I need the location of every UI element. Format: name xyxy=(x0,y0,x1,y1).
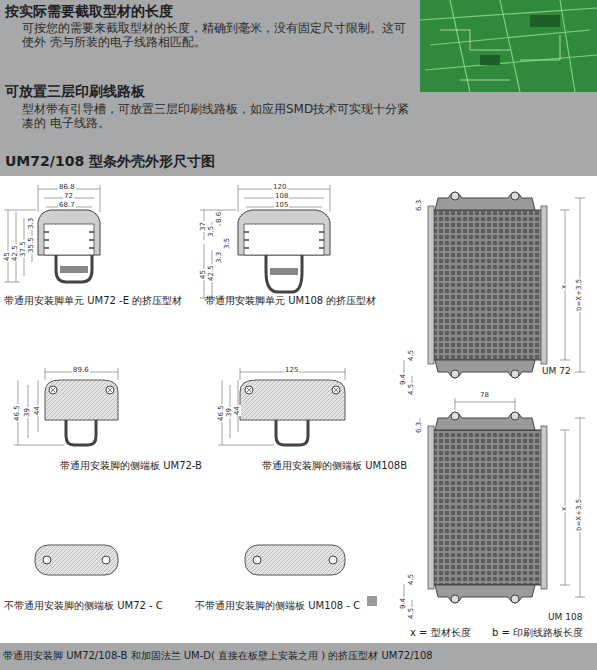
dimension-label: 9.4 xyxy=(400,373,407,386)
dimension-label: 105 xyxy=(274,202,289,209)
pcb-photo xyxy=(420,0,597,92)
diagram-title: UM72/108 型条外壳外形尺寸图 xyxy=(5,153,215,169)
dimension-label: 4.5 xyxy=(408,383,415,396)
bottom-caption: 带通用安装脚 UM72/108-B 和加固法兰 UM-D( 直接在板壁上安装之用… xyxy=(3,650,433,662)
dimension-label: b=X+3.5 xyxy=(576,498,583,532)
dimension-label: b=X+3.5 xyxy=(576,278,583,312)
part-caption: 带通用安装脚单元 UM72 -E 的挤压型材 xyxy=(4,295,182,307)
body-text: 可按您的需要来截取型材的长度，精确到毫米，没有固定尺寸限制。这可使外 壳与所装的… xyxy=(22,22,417,50)
dimension-label: 3.5 xyxy=(224,237,231,250)
dimension-label: 46.5 xyxy=(218,404,225,422)
dimension-label: 3.3 xyxy=(28,217,35,230)
drawing-panel xyxy=(0,176,597,643)
part-caption: 带通用安装脚单元 UM108 的挤压型材 xyxy=(205,295,376,307)
side-plate-c xyxy=(35,545,345,575)
dimension-lines xyxy=(4,185,585,612)
dimension-label: x xyxy=(561,506,568,512)
dimension-label: 125 xyxy=(284,367,299,374)
dimension-label: 6.3 xyxy=(416,199,423,212)
dimension-label: 37.5 xyxy=(20,240,27,258)
dimension-label: 68.7 xyxy=(58,202,76,209)
part-caption: 不带通用安装脚的侧端板 UM72 - C xyxy=(4,600,163,612)
part-caption: UM 72 xyxy=(542,366,571,376)
part-caption: 不带通用安装脚的侧端板 UM108 - C xyxy=(195,600,360,612)
dimension-label: 45 xyxy=(200,269,207,280)
dimension-label: 45 xyxy=(4,251,11,262)
dimension-label: 3.3 xyxy=(216,251,223,264)
dimension-label: 72 xyxy=(63,193,74,200)
dimension-label: 4.5 xyxy=(408,607,415,620)
extrusion-profile-um108 xyxy=(238,210,330,292)
dimension-label: 46.5 xyxy=(14,404,21,422)
dimension-label: 120 xyxy=(272,184,287,191)
dimension-label: 4.5 xyxy=(408,349,415,362)
dimension-label: 39 xyxy=(24,407,31,418)
dimension-label: 39 xyxy=(226,407,233,418)
part-caption: b = 印刷线路板长度 xyxy=(492,627,583,639)
dimension-label: 4.5 xyxy=(408,573,415,586)
side-plate-um108-b xyxy=(240,380,345,445)
dimension-label: 78 xyxy=(479,392,490,399)
top-view-um72 xyxy=(428,192,547,378)
section-heading: 可放置三层印刷线路板 xyxy=(5,83,145,99)
dimension-label: 3.5 xyxy=(208,225,215,238)
part-caption: 带通用安装脚的侧端板 UM72-B xyxy=(60,460,202,472)
part-caption: UM 108 xyxy=(548,612,582,622)
part-caption: x = 型材长度 xyxy=(410,627,471,639)
top-view-um108 xyxy=(428,412,547,603)
dimension-label: 42.5 xyxy=(208,264,215,282)
dimension-label: 6.3 xyxy=(416,421,423,434)
body-text: 型材带有引导槽，可放置三层印刷线路板，如应用SMD技术可实现十分紧凑的 电子线路… xyxy=(22,103,417,131)
extrusion-profile-um72 xyxy=(38,210,100,282)
dimension-label: 9.4 xyxy=(400,597,407,610)
dimension-label: 8.6 xyxy=(216,211,223,224)
section-heading: 按实际需要截取型材的长度 xyxy=(5,3,173,19)
dimension-label: 37 xyxy=(200,221,207,232)
dimension-label: 86.8 xyxy=(58,184,76,191)
side-plate-um72-b xyxy=(45,380,118,445)
part-caption: 带通用安装脚的侧端板 UM108B xyxy=(262,460,407,472)
dimension-label: x xyxy=(561,284,568,290)
dimension-label: 44 xyxy=(34,405,41,416)
dimension-label: 35.5 xyxy=(28,236,35,254)
marker xyxy=(367,596,377,606)
dimension-label: 42.5 xyxy=(12,244,19,262)
dimension-label: 89.6 xyxy=(72,367,90,374)
dimension-label: 108 xyxy=(274,193,289,200)
dimension-label: 44 xyxy=(234,405,241,416)
